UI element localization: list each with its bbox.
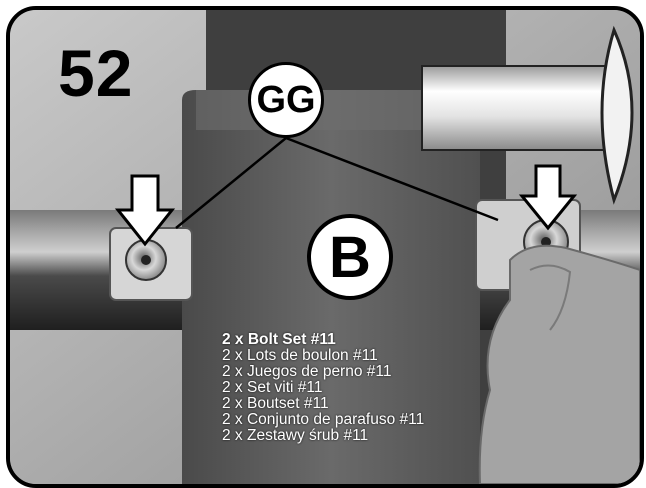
down-arrow-icon (518, 164, 578, 231)
part-callout-gg: GG (248, 62, 324, 138)
part-callout-b: B (307, 214, 393, 300)
down-arrow-icon (114, 174, 176, 247)
parts-list-item-pt: 2 x Conjunto de parafuso #11 (222, 411, 425, 428)
parts-list-heading: 2 x Bolt Set #11 (222, 331, 336, 348)
part-label-gg: GG (256, 78, 316, 121)
instruction-step-panel: 52 GG B 2 x Bolt Set #11 2 x Lots de bou… (6, 6, 644, 488)
parts-list-item-es: 2 x Juegos de perno #11 (222, 363, 392, 380)
parts-list-item-nl: 2 x Boutset #11 (222, 395, 329, 412)
step-number: 52 (58, 36, 134, 110)
parts-list: 2 x Bolt Set #11 2 x Lots de boulon #11 … (222, 332, 424, 444)
parts-list-item-it: 2 x Set viti #11 (222, 379, 323, 396)
parts-list-item-pl: 2 x Zestawy śrub #11 (222, 427, 369, 444)
part-label-b: B (329, 224, 371, 290)
parts-list-item-fr: 2 x Lots de boulon #11 (222, 347, 378, 364)
